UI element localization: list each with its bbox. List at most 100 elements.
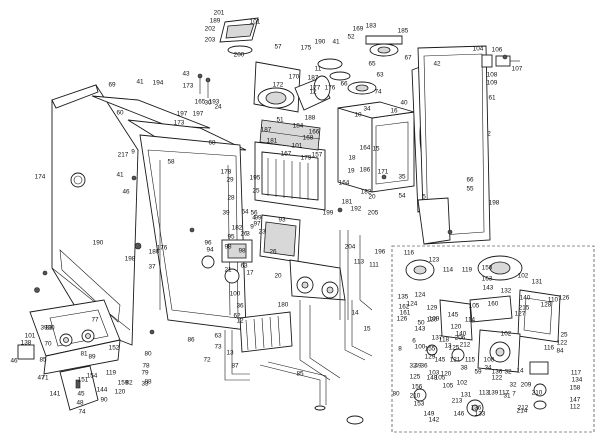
part-callout-10: 10 bbox=[354, 112, 362, 119]
part-callout-108: 108 bbox=[487, 72, 498, 79]
burner-unit bbox=[259, 214, 346, 301]
part-callout-131: 131 bbox=[461, 392, 472, 399]
part-callout-113: 113 bbox=[354, 259, 365, 266]
part-callout-142: 142 bbox=[429, 417, 440, 424]
part-callout-19: 19 bbox=[347, 168, 355, 175]
part-callout-52: 52 bbox=[347, 34, 355, 41]
part-callout-6: 6 bbox=[412, 338, 416, 345]
part-callout-172: 172 bbox=[273, 82, 284, 89]
part-callout-58: 58 bbox=[167, 159, 175, 166]
part-callout-119: 119 bbox=[462, 267, 473, 274]
part-callout-125: 125 bbox=[410, 374, 421, 381]
part-callout-140: 140 bbox=[456, 331, 467, 338]
part-callout-24: 24 bbox=[214, 104, 222, 111]
part-callout-46: 46 bbox=[10, 358, 18, 365]
pipework bbox=[224, 230, 373, 425]
part-callout-4: 4 bbox=[252, 215, 256, 222]
part-callout-125: 125 bbox=[449, 345, 460, 352]
part-callout-166: 166 bbox=[309, 129, 320, 136]
part-callout-40: 40 bbox=[400, 100, 408, 107]
part-callout-33: 33 bbox=[141, 381, 149, 388]
part-callout-84: 84 bbox=[556, 348, 564, 355]
part-callout-200: 200 bbox=[234, 52, 245, 59]
part-callout-124: 124 bbox=[407, 301, 418, 308]
part-callout-26: 26 bbox=[269, 249, 277, 256]
part-callout-21: 21 bbox=[224, 267, 232, 274]
part-callout-156: 156 bbox=[412, 384, 423, 391]
part-callout-102: 102 bbox=[457, 380, 468, 387]
part-callout-128: 128 bbox=[541, 302, 552, 309]
part-callout-66: 66 bbox=[340, 81, 348, 88]
part-callout-59: 59 bbox=[474, 369, 482, 376]
part-callout-96: 96 bbox=[204, 240, 212, 247]
part-callout-144: 144 bbox=[97, 387, 108, 394]
part-callout-112: 112 bbox=[570, 404, 581, 411]
part-callout-159: 159 bbox=[118, 380, 129, 387]
part-callout-173: 173 bbox=[183, 83, 194, 90]
part-callout-45: 45 bbox=[77, 391, 85, 398]
part-callout-74: 74 bbox=[374, 89, 382, 96]
part-callout-2: 2 bbox=[487, 131, 491, 138]
part-callout-131: 131 bbox=[532, 279, 543, 286]
part-callout-5: 5 bbox=[422, 194, 426, 201]
top-right-fittings bbox=[317, 35, 520, 95]
part-callout-46: 46 bbox=[122, 189, 130, 196]
part-callout-212: 212 bbox=[460, 342, 471, 349]
part-callout-105: 105 bbox=[469, 303, 480, 310]
part-callout-25: 25 bbox=[252, 188, 260, 195]
part-callout-129: 129 bbox=[425, 354, 436, 361]
part-callout-192: 192 bbox=[351, 206, 362, 213]
part-callout-39: 39 bbox=[222, 210, 230, 217]
part-callout-187: 187 bbox=[308, 75, 319, 82]
part-callout-55: 55 bbox=[466, 186, 474, 193]
part-callout-171: 171 bbox=[378, 169, 389, 176]
part-callout-132: 132 bbox=[501, 288, 512, 295]
part-callout-62: 62 bbox=[233, 313, 241, 320]
part-callout-188: 188 bbox=[305, 115, 316, 122]
part-callout-50: 50 bbox=[417, 320, 425, 327]
part-callout-118: 118 bbox=[439, 337, 450, 344]
part-callout-197: 197 bbox=[177, 111, 188, 118]
part-callout-30: 30 bbox=[204, 100, 212, 107]
part-callout-101: 101 bbox=[250, 19, 261, 26]
part-callout-100: 100 bbox=[415, 344, 426, 351]
part-callout-34: 34 bbox=[363, 106, 371, 113]
part-callout-127: 127 bbox=[515, 311, 526, 318]
part-callout-99: 99 bbox=[254, 215, 262, 222]
part-callout-89: 89 bbox=[88, 354, 96, 361]
part-callout-205: 205 bbox=[368, 210, 379, 217]
heat-exchanger bbox=[254, 119, 326, 211]
part-callout-14: 14 bbox=[516, 368, 524, 375]
part-callout-116: 116 bbox=[544, 345, 555, 352]
part-callout-67: 67 bbox=[404, 55, 412, 62]
part-callout-196: 196 bbox=[375, 249, 386, 256]
part-callout-11: 11 bbox=[315, 66, 322, 73]
part-callout-9: 9 bbox=[250, 224, 254, 231]
part-callout-120: 120 bbox=[441, 371, 452, 378]
part-callout-103: 103 bbox=[429, 370, 440, 377]
part-callout-164: 164 bbox=[339, 180, 350, 187]
part-callout-213: 213 bbox=[452, 398, 463, 405]
part-callout-83: 83 bbox=[45, 325, 53, 332]
part-callout-157: 157 bbox=[312, 152, 323, 159]
part-callout-122: 122 bbox=[492, 375, 503, 382]
part-callout-36: 36 bbox=[420, 363, 428, 370]
part-callout-78: 78 bbox=[142, 363, 150, 370]
part-callout-126: 126 bbox=[397, 316, 408, 323]
part-callout-102: 102 bbox=[501, 331, 512, 338]
part-callout-12: 12 bbox=[236, 318, 244, 325]
part-callout-68: 68 bbox=[208, 140, 216, 147]
part-callout-176: 176 bbox=[325, 85, 336, 92]
combustion-chamber bbox=[337, 101, 415, 193]
part-callout-98: 98 bbox=[224, 244, 232, 251]
part-callout-198: 198 bbox=[125, 256, 136, 263]
part-callout-201: 201 bbox=[214, 10, 225, 17]
part-callout-41: 41 bbox=[116, 172, 124, 179]
part-callout-147: 147 bbox=[570, 397, 581, 404]
part-callout-85: 85 bbox=[296, 371, 304, 378]
part-callout-163: 163 bbox=[482, 276, 493, 283]
part-callout-63: 63 bbox=[214, 333, 222, 340]
part-callout-48: 48 bbox=[76, 400, 84, 407]
